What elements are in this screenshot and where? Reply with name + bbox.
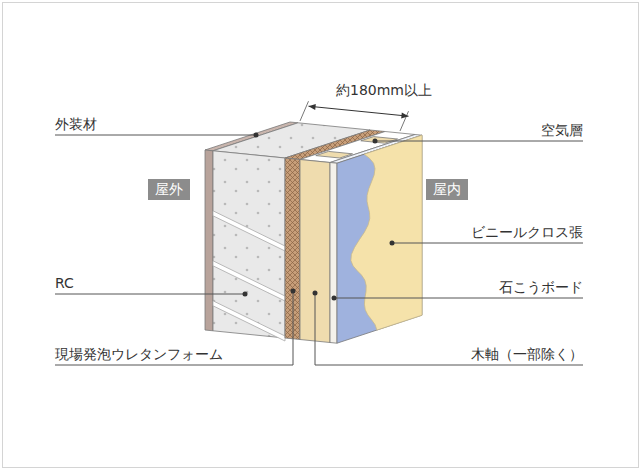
rc-stripe — [213, 261, 285, 301]
leader-line — [55, 294, 245, 295]
finish-front — [205, 150, 213, 331]
leader-line — [375, 141, 583, 142]
tag-text: 屋外 — [155, 181, 183, 198]
leader-dot — [254, 133, 259, 138]
part-label: 現場発泡ウレタンフォーム — [55, 346, 223, 363]
extension-line — [400, 111, 409, 131]
leader-dot — [390, 241, 395, 246]
leader-line — [392, 243, 583, 244]
tag-text: 屋内 — [433, 181, 461, 198]
side-tag: 屋外 — [148, 179, 190, 200]
leader-dot — [313, 291, 318, 296]
dimension-text: 約180mm以上 — [336, 82, 432, 99]
part-label: 空気層 — [541, 122, 583, 139]
leader-line — [334, 298, 583, 299]
leader-dot — [332, 296, 337, 301]
vinyl-cloth-face — [351, 135, 422, 330]
rc-stripe — [213, 301, 285, 341]
leader-dot — [291, 289, 296, 294]
extension-line — [300, 101, 309, 121]
rc-stripe — [213, 211, 285, 251]
part-label: 石こうボード — [499, 279, 583, 296]
leader-line — [55, 135, 256, 136]
leader-dot — [243, 292, 248, 297]
part-label: RC — [55, 275, 74, 292]
leader-dot — [373, 139, 378, 144]
side-tag: 屋内 — [426, 179, 468, 200]
leader-line — [315, 293, 583, 365]
part-label: ビニールクロス張 — [471, 224, 583, 241]
part-label: 外装材 — [55, 116, 97, 133]
dimension-arrowhead — [401, 113, 408, 119]
dimension-arrowhead — [309, 104, 316, 110]
leader-line — [55, 291, 293, 365]
gypsum-board-face — [337, 135, 422, 343]
dimension-line — [309, 106, 409, 116]
part-label: 木軸（一部除く） — [471, 346, 583, 363]
board-front — [330, 163, 337, 344]
